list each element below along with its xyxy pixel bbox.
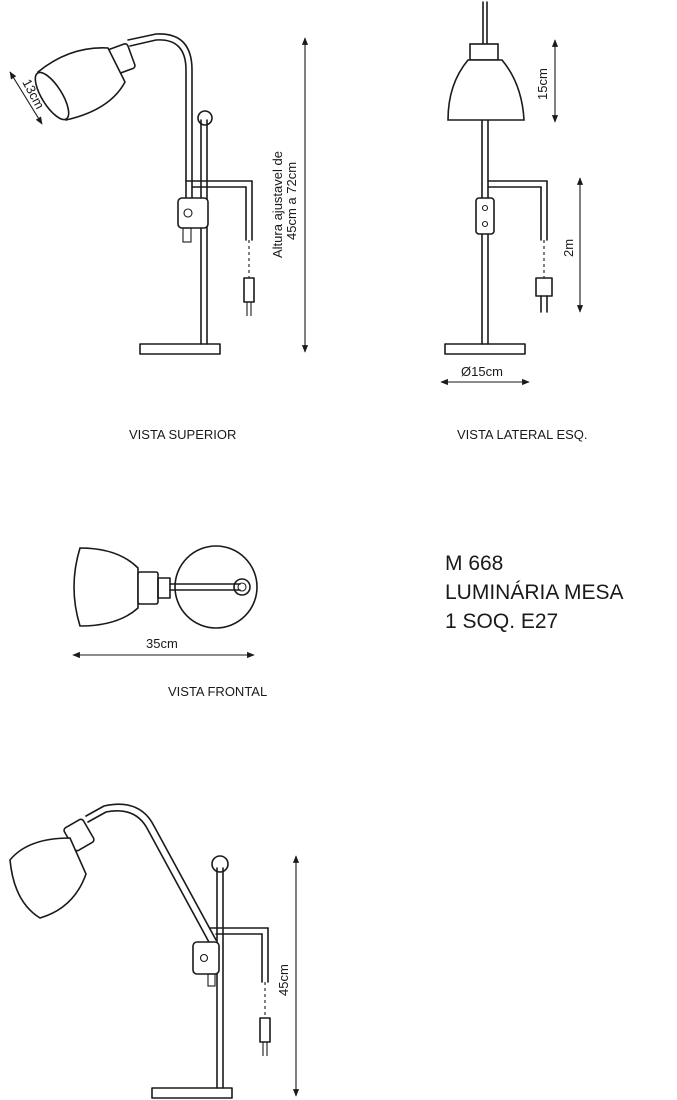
clamp — [475, 197, 495, 235]
lamp-drawing-frontal — [73, 545, 258, 629]
shade-dimension-line — [9, 71, 43, 125]
lamp-drawing-lateral — [444, 1, 553, 355]
lamp-base — [174, 545, 258, 629]
base-dimension-label: Ø15cm — [461, 364, 503, 379]
lamp-shade — [9, 837, 87, 919]
shade-dimension-label: 15cm — [535, 68, 550, 100]
pole-knob — [233, 578, 251, 596]
width-dimension-label: 35cm — [146, 636, 178, 651]
lamp-shade — [447, 59, 525, 121]
view-frontal: 35cm VISTA FRONTAL — [72, 545, 267, 699]
cable-dimension-label: 2m — [561, 239, 576, 257]
socket — [469, 43, 499, 61]
pole-knob — [211, 855, 229, 873]
product-code: M 668 — [445, 552, 503, 575]
view-lateral: 15cm 2m Ø15cm VISTA LATERAL ESQ. — [440, 1, 588, 442]
height-dimension-label-2: 45cm a 72cm — [284, 162, 299, 240]
lamp-shade — [73, 547, 139, 627]
product-info: M 668 LUMINÁRIA MESA 1 SOQ. E27 — [445, 552, 624, 633]
lamp-base — [151, 1087, 233, 1099]
plug — [535, 277, 553, 297]
clamp — [177, 197, 209, 229]
height-dimension-label-1: Altura ajustavel de — [270, 151, 285, 258]
pole-knob — [197, 110, 213, 126]
plug — [259, 1017, 271, 1043]
view-bottom: 45cm — [9, 803, 300, 1099]
height-dimension-label: 45cm — [276, 964, 291, 996]
lamp-base — [444, 343, 526, 355]
lamp-drawing-superior — [34, 33, 255, 355]
view-superior: 13cm Altura ajustavel de 45cm a 72cm VIS… — [9, 33, 309, 442]
product-spec: 1 SOQ. E27 — [445, 610, 558, 633]
clamp — [192, 941, 220, 975]
caption-vista-frontal: VISTA FRONTAL — [168, 684, 267, 699]
caption-vista-superior: VISTA SUPERIOR — [129, 427, 236, 442]
product-name: LUMINÁRIA MESA — [445, 581, 624, 604]
lamp-base — [139, 343, 221, 355]
plug — [243, 277, 255, 303]
caption-vista-lateral: VISTA LATERAL ESQ. — [457, 427, 588, 442]
lamp-drawing-bottom — [9, 803, 271, 1099]
socket — [137, 571, 159, 605]
